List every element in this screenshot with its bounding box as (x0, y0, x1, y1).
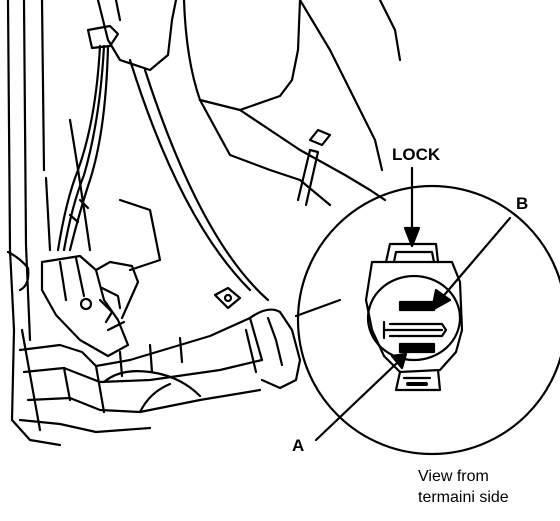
engine-housing (68, 0, 402, 310)
pointer-arrows (314, 166, 512, 442)
arrow-up-right-icon (314, 352, 408, 442)
view-caption-line2: termaini side (418, 489, 509, 506)
terminal-a (398, 342, 436, 354)
sensor-connector (40, 254, 140, 358)
wire-harness (56, 24, 120, 252)
connector-face (364, 242, 464, 392)
terminal-b (398, 300, 436, 312)
key-slot (382, 320, 448, 340)
terminal-a-label: A (292, 436, 305, 455)
lock-label: LOCK (392, 145, 441, 164)
view-caption: View from termaini side (418, 466, 509, 508)
hose-pipe (18, 308, 302, 434)
arrow-down-left-icon (430, 216, 512, 312)
terminal-b-label: B (516, 194, 529, 213)
magnified-view (296, 184, 560, 456)
magnifier-circle (296, 184, 560, 456)
zoom-leader (294, 298, 342, 318)
arrow-down-icon (403, 166, 421, 248)
frame-rails (6, 0, 62, 447)
view-caption-line1: View from (418, 468, 489, 485)
